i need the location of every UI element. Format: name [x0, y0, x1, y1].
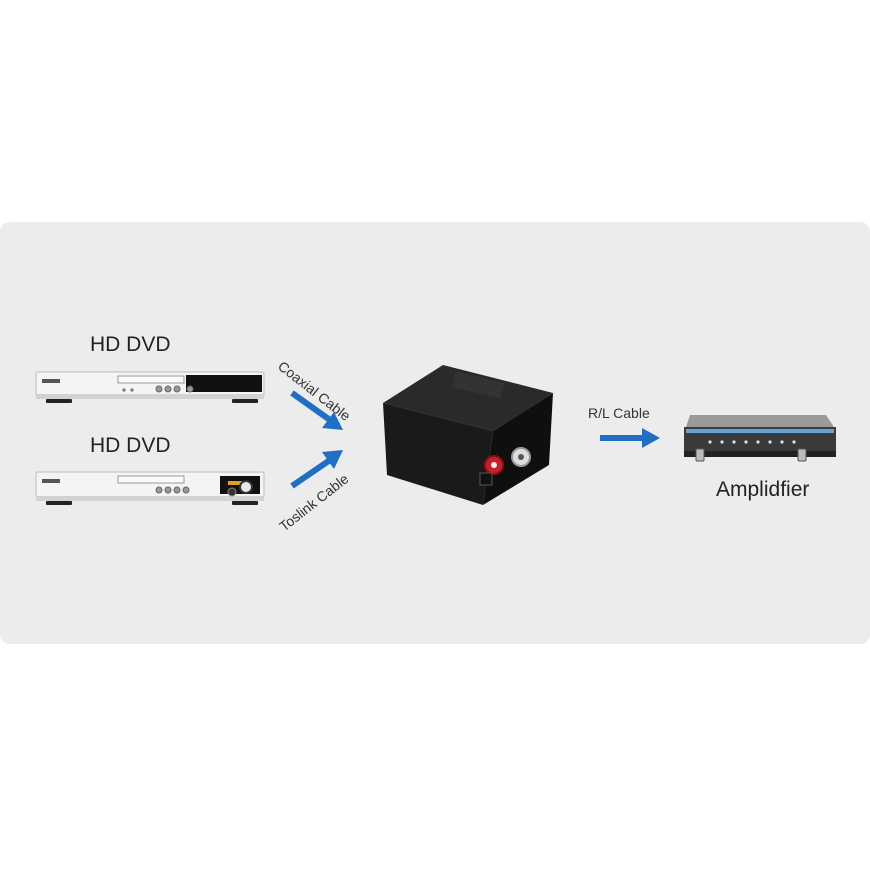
- dvd-label-top: HD DVD: [90, 333, 171, 356]
- converter-box-icon: [383, 365, 553, 505]
- dvd-label-bottom: HD DVD: [90, 434, 171, 457]
- amplifier-icon: [684, 415, 836, 462]
- rl-cable-label: R/L Cable: [588, 405, 650, 421]
- dvd-player-icon: [35, 371, 265, 403]
- amplifier-label: Amplidfier: [716, 478, 810, 501]
- dvd-player-icon: [35, 471, 265, 505]
